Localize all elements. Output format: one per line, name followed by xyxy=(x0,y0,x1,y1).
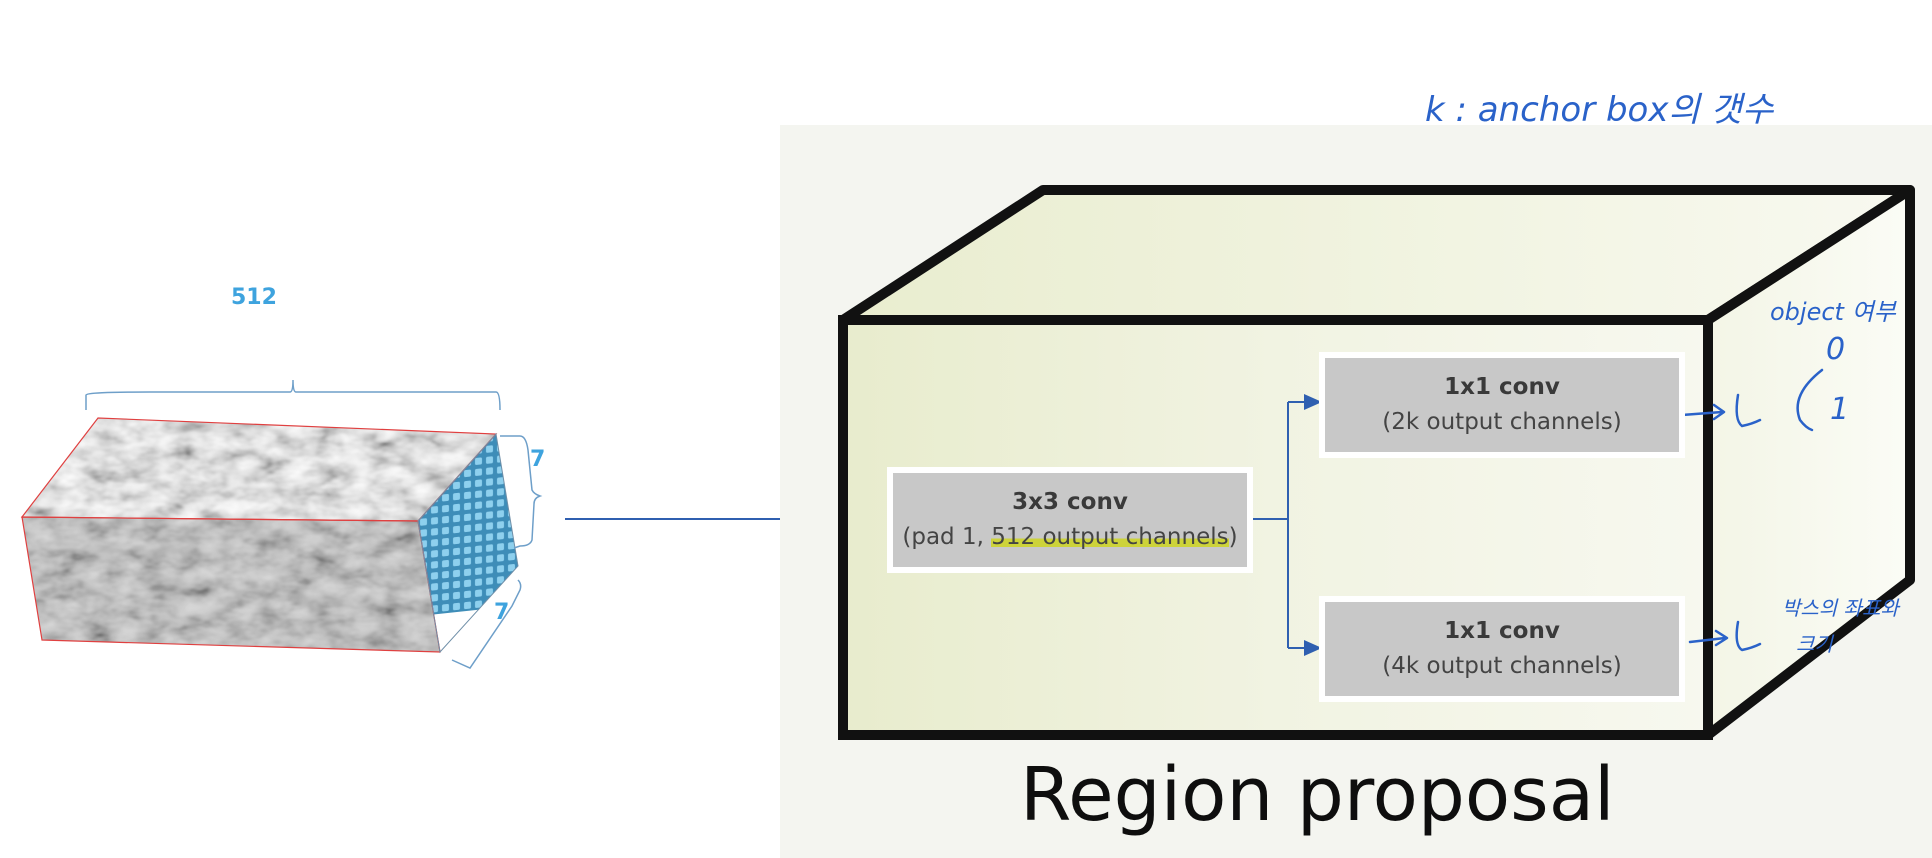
object-paren xyxy=(1796,368,1824,432)
reg-conv-box: 1x1 conv (4k output channels) xyxy=(1319,596,1685,702)
feature-map-block xyxy=(20,417,519,654)
object-flag-note: object 여부 xyxy=(1770,298,1896,326)
height-brace xyxy=(500,435,543,549)
height-label: 7 xyxy=(530,447,546,472)
region-proposal-caption: Region proposal xyxy=(1020,752,1615,838)
conv3x3-title: 3x3 conv xyxy=(1012,489,1128,515)
width-label: 512 xyxy=(231,285,277,310)
handwritten-marks xyxy=(1680,368,1824,652)
width-brace xyxy=(85,379,501,411)
branch-arrows xyxy=(1252,394,1322,656)
conv3x3-subtitle: (pad 1, 512 output channels) xyxy=(902,519,1238,555)
cls-conv-box: 1x1 conv (2k output channels) xyxy=(1319,352,1685,458)
object-zero-note: 0 xyxy=(1826,332,1846,367)
conv3x3-box: 3x3 conv (pad 1, 512 output channels) xyxy=(887,467,1253,573)
cls-conv-subtitle: (2k output channels) xyxy=(1382,409,1622,435)
anchor-note: k : anchor box의 갯수 xyxy=(1425,90,1774,130)
conv3x3-sub-prefix: (pad 1, xyxy=(902,524,992,550)
conv3x3-highlight: 512 output channels xyxy=(991,524,1229,550)
object-one-note: 1 xyxy=(1830,392,1850,427)
object-arrow xyxy=(1680,410,1724,417)
box-arrow xyxy=(1688,636,1727,644)
reg-conv-subtitle: (4k output channels) xyxy=(1382,653,1622,679)
depth-label: 7 xyxy=(494,600,510,625)
cls-conv-title: 1x1 conv xyxy=(1444,374,1560,400)
conv3x3-sub-suffix: ) xyxy=(1228,524,1238,550)
reg-conv-title: 1x1 conv xyxy=(1444,618,1560,644)
depth-brace xyxy=(451,579,522,669)
box-coord-note: 박스의 좌표와 xyxy=(1782,596,1899,620)
box-size-note: 크기 xyxy=(1796,632,1833,656)
